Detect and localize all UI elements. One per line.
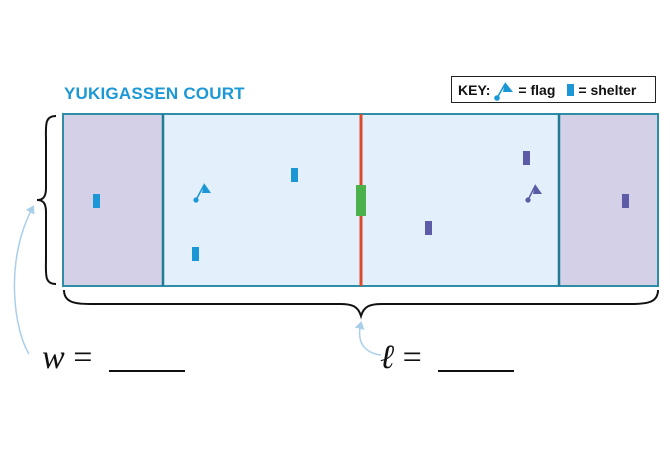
length-variable: ℓ xyxy=(380,339,395,376)
shelter-right-lower xyxy=(425,221,432,235)
court-title: YUKIGASSEN COURT xyxy=(64,84,245,103)
legend-key: KEY: = flag = shelter xyxy=(451,76,656,103)
width-formula: w = xyxy=(42,339,185,377)
shelter-left-endzone xyxy=(93,194,100,208)
flag-right xyxy=(525,184,542,203)
end-zone-left xyxy=(63,114,163,286)
length-equals: = xyxy=(402,339,422,376)
length-formula: ℓ = xyxy=(380,339,515,377)
shelter-right-endzone xyxy=(622,194,629,208)
flag-left xyxy=(193,183,211,203)
end-zone-right xyxy=(559,114,658,286)
length-arrow xyxy=(354,321,382,356)
legend-shelter-text: = shelter xyxy=(578,81,637,98)
legend-flag-text: = flag xyxy=(518,81,556,98)
legend-key-label: KEY: xyxy=(458,81,491,98)
length-answer-blank[interactable] xyxy=(438,369,515,372)
width-variable: w xyxy=(42,339,65,376)
shelter-right-upper xyxy=(523,151,530,165)
width-answer-blank[interactable] xyxy=(108,369,185,372)
width-equals: = xyxy=(73,339,93,376)
length-brace xyxy=(63,289,659,320)
width-brace xyxy=(36,115,57,285)
shelter-left-lower xyxy=(192,247,199,261)
width-arrow xyxy=(13,205,35,355)
shelter-icon xyxy=(567,83,575,96)
flag-icon xyxy=(494,81,514,101)
shelter-left-upper xyxy=(291,168,298,182)
center-marker xyxy=(356,185,366,216)
